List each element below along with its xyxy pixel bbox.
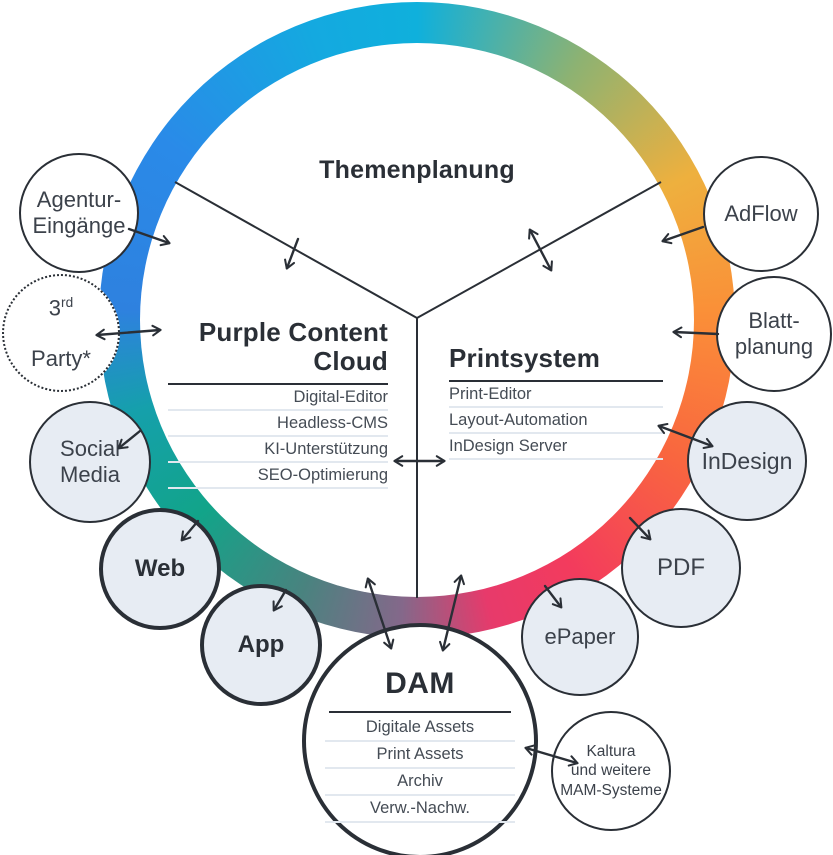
section-title-themenplanung: Themenplanung: [319, 156, 515, 184]
dam-title: DAM: [385, 667, 455, 700]
dam-title-rule: [329, 710, 511, 713]
dam-item: Digitale Assets: [325, 715, 515, 742]
purple-item: SEO-Optimierung: [168, 463, 388, 490]
dam-item: Archiv: [325, 769, 515, 796]
print-item: InDesign Server: [449, 434, 663, 461]
purple-content-cloud-block: Purple Content Cloud Digital-Editor Head…: [168, 317, 388, 490]
dam-item: Print Assets: [325, 742, 515, 769]
satellite-label: 3rd Party*: [31, 269, 91, 397]
satellite-third-party: 3rd Party*: [2, 274, 120, 392]
satellite-label: Social Media: [60, 436, 120, 487]
satellite-kaltura-mam: Kaltura und weitere MAM-Systeme: [551, 711, 671, 831]
satellite-label: Blatt- planung: [734, 308, 814, 359]
satellite-label: InDesign: [701, 447, 793, 474]
satellite-web: Web: [99, 508, 221, 630]
satellite-dam: DAM Digitale Assets Print Assets Archiv …: [302, 623, 538, 855]
purple-item: Headless-CMS: [168, 411, 388, 438]
satellite-epaper: ePaper: [521, 578, 639, 696]
satellite-label: Kaltura und weitere MAM-Systeme: [560, 742, 662, 799]
purple-item: KI-Unterstützung: [168, 437, 388, 464]
printsystem-block: Printsystem Print-Editor Layout-Automati…: [449, 343, 663, 461]
purple-item: Digital-Editor: [168, 385, 388, 412]
purple-content-cloud-title: Purple Content Cloud: [168, 317, 388, 386]
print-item: Print-Editor: [449, 382, 663, 409]
satellite-label: PDF: [657, 554, 705, 582]
satellite-agentur-eingaenge: Agentur- Eingänge: [19, 153, 139, 273]
third-party-number: 3: [48, 294, 62, 320]
third-party-word: Party*: [31, 345, 91, 371]
satellite-indesign: InDesign: [687, 401, 807, 521]
satellite-app: App: [200, 584, 322, 706]
dam-content: DAM Digitale Assets Print Assets Archiv …: [306, 627, 534, 823]
satellite-pdf: PDF: [621, 508, 741, 628]
satellite-blattplanung: Blatt- planung: [716, 276, 832, 392]
satellite-adflow: AdFlow: [703, 156, 819, 272]
satellite-social-media: Social Media: [29, 401, 151, 523]
print-item: Layout-Automation: [449, 408, 663, 435]
satellite-label: ePaper: [544, 624, 616, 650]
third-party-ordinal: rd: [61, 294, 74, 310]
satellite-label: Agentur- Eingänge: [32, 187, 126, 238]
satellite-label: App: [237, 631, 285, 659]
dam-item: Verw.-Nachw.: [325, 796, 515, 823]
satellite-label: Web: [134, 555, 186, 583]
printsystem-title: Printsystem: [449, 343, 663, 383]
satellite-label: AdFlow: [724, 201, 798, 227]
